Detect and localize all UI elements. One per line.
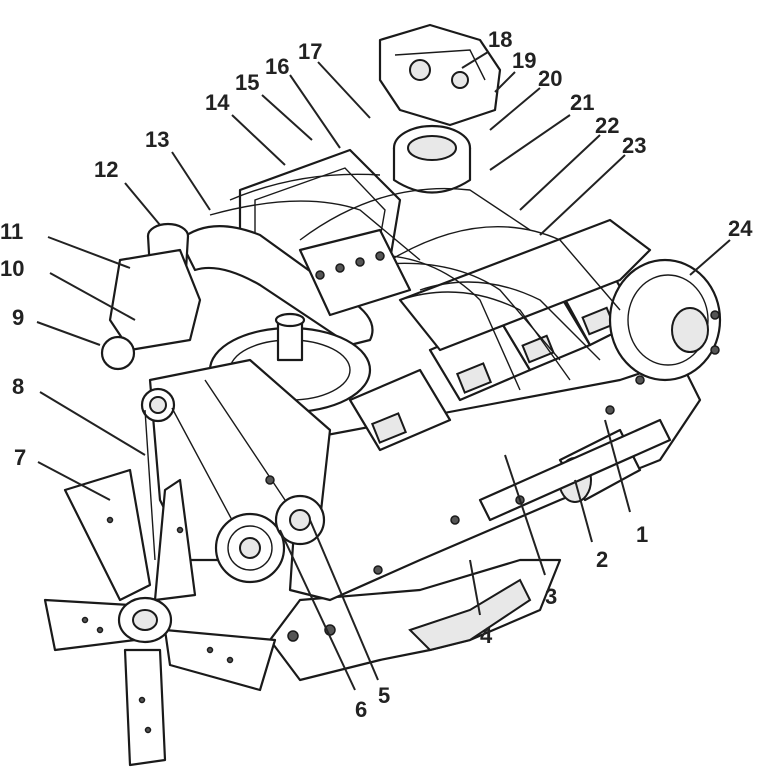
- callout-9: 9: [12, 305, 24, 330]
- callout-labels: 1 2 3 4 5 6 7 8 9 10 11 12 13 14 15 16 1…: [0, 27, 753, 722]
- leader-lines: [36, 51, 731, 691]
- callout-2: 2: [596, 547, 608, 572]
- injection-pump: [298, 228, 412, 317]
- oil-pan-shadow: [408, 578, 532, 652]
- coolant-outlet: [100, 335, 136, 371]
- callout-14: 14: [205, 90, 230, 115]
- callout-10: 10: [0, 256, 24, 281]
- drain-tube: [478, 418, 672, 522]
- crank-pulley: [214, 512, 286, 584]
- fuel-lines: [209, 173, 621, 391]
- intake-pipe: [178, 225, 374, 347]
- callout-12: 12: [94, 157, 118, 182]
- callout-4: 4: [480, 623, 493, 648]
- callout-13: 13: [145, 127, 169, 152]
- alternator-pulley: [274, 494, 326, 546]
- oil-pan: [268, 558, 562, 682]
- cooling-fan: [43, 468, 277, 767]
- callout-20: 20: [538, 66, 562, 91]
- fuel-pump-housing: [378, 23, 502, 127]
- callout-11: 11: [0, 219, 23, 244]
- callout-19: 19: [512, 48, 536, 73]
- callout-16: 16: [265, 54, 289, 79]
- front-housing: [108, 248, 202, 352]
- flywheel-housing: [608, 258, 722, 382]
- callout-23: 23: [622, 133, 646, 158]
- right-bank-rail: [398, 218, 652, 352]
- callout-24: 24: [728, 216, 753, 241]
- callout-5: 5: [378, 683, 390, 708]
- callout-21: 21: [570, 90, 594, 115]
- callout-17: 17: [298, 39, 322, 64]
- air-compressor: [392, 124, 472, 194]
- callout-8: 8: [12, 374, 24, 399]
- callout-15: 15: [235, 70, 259, 95]
- callout-18: 18: [488, 27, 512, 52]
- callout-3: 3: [545, 584, 557, 609]
- right-bank-heads: [348, 268, 642, 452]
- callout-1: 1: [636, 522, 648, 547]
- callout-6: 6: [355, 697, 367, 722]
- callout-22: 22: [595, 113, 619, 138]
- callout-7: 7: [14, 445, 26, 470]
- engine-illustration: [43, 23, 722, 767]
